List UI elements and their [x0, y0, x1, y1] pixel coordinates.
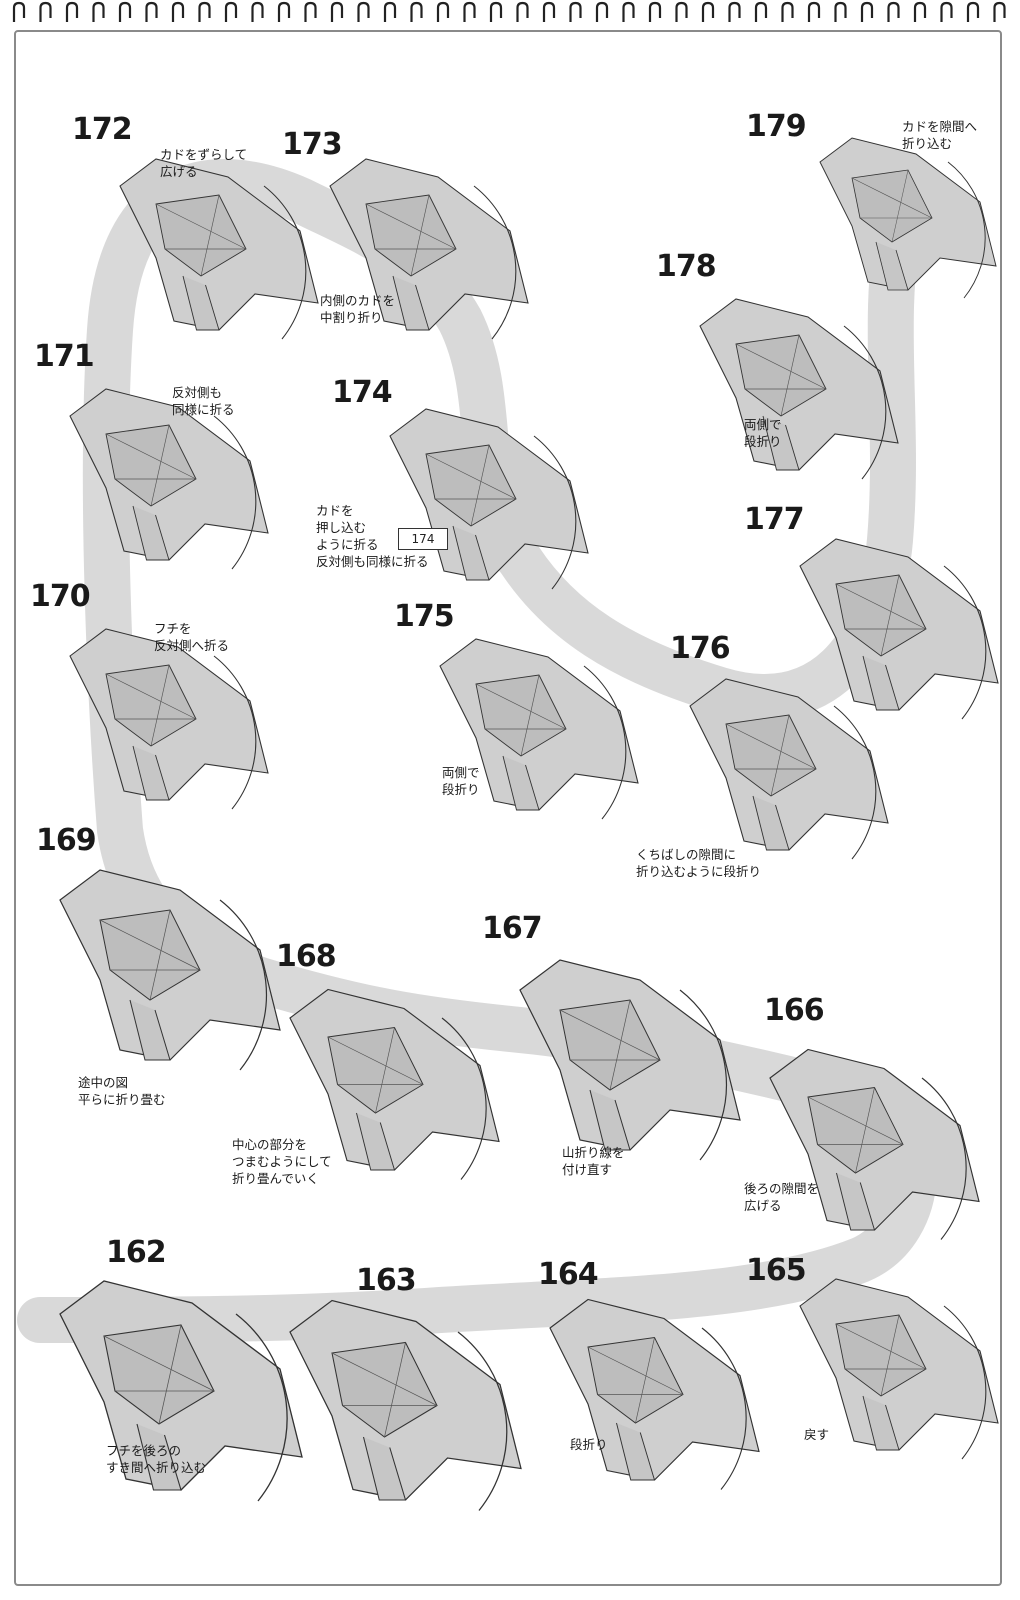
step-caption-171: 反対側も 同様に折る — [172, 385, 235, 417]
step-number-171: 171 — [34, 339, 95, 374]
step-caption-164: 段折り — [570, 1437, 608, 1452]
step-caption-173: 内側のカドを 中割り折り — [320, 293, 396, 325]
page-frame — [14, 30, 1002, 1586]
step-number-178: 178 — [656, 249, 717, 284]
origami-figure-178 — [699, 298, 899, 480]
step-number-175: 175 — [394, 599, 455, 634]
reference-box-174: 174 — [398, 528, 448, 550]
origami-figure-162 — [59, 1280, 303, 1502]
origami-figure-175 — [439, 638, 639, 820]
step-number-174: 174 — [332, 375, 393, 410]
step-caption-170: フチを 反対側へ折る — [154, 621, 230, 653]
step-caption-165: 戻す — [804, 1427, 830, 1442]
origami-figure-168 — [289, 988, 500, 1180]
origami-figure-172 — [119, 158, 319, 340]
step-caption-179: カドを隙間へ 折り込む — [902, 119, 978, 151]
step-number-173: 173 — [282, 127, 343, 162]
origami-figure-165 — [799, 1278, 999, 1460]
spiral-binding — [12, 1, 1006, 22]
step-number-168: 168 — [276, 939, 337, 974]
step-number-164: 164 — [538, 1257, 599, 1292]
step-caption-174: カドを 押し込む ように折る 反対側も同様に折る — [316, 503, 429, 569]
step-number-165: 165 — [746, 1253, 807, 1288]
step-caption-169: 途中の図 平らに折り畳む — [78, 1075, 166, 1107]
step-number-170: 170 — [30, 579, 91, 614]
step-caption-162: フチを後ろの すき間へ折り込む — [106, 1443, 207, 1475]
origami-figure-166 — [769, 1048, 980, 1240]
step-caption-175: 両側で 段折り — [442, 765, 480, 797]
step-number-169: 169 — [36, 823, 97, 858]
step-caption-172: カドをずらして 広げる — [160, 147, 248, 179]
step-caption-166: 後ろの隙間を 広げる — [744, 1181, 820, 1213]
step-number-162: 162 — [106, 1235, 167, 1270]
origami-figure-173 — [329, 158, 529, 340]
step-number-172: 172 — [72, 112, 133, 147]
step-number-176: 176 — [670, 631, 731, 666]
origami-figure-167 — [519, 959, 741, 1161]
step-number-163: 163 — [356, 1263, 417, 1298]
origami-figure-164 — [549, 1298, 760, 1490]
step-number-177: 177 — [744, 502, 805, 537]
step-number-179: 179 — [746, 109, 807, 144]
origami-figure-179 — [819, 137, 997, 299]
step-caption-176: くちばしの隙間に 折り込むように段折り — [636, 847, 762, 879]
origami-figure-177 — [799, 538, 999, 720]
step-caption-167: 山折り線を 付け直す — [562, 1145, 625, 1177]
step-number-167: 167 — [482, 911, 543, 946]
step-caption-168: 中心の部分を つまむようにして 折り畳んでいく — [232, 1137, 332, 1186]
origami-figure-169 — [59, 869, 281, 1071]
origami-figure-176 — [689, 678, 889, 860]
step-number-166: 166 — [764, 993, 825, 1028]
origami-figure-163 — [289, 1299, 522, 1511]
origami-figure-170 — [69, 628, 269, 810]
origami-figure-171 — [69, 388, 269, 570]
step-caption-178: 両側で 段折り — [744, 417, 782, 449]
